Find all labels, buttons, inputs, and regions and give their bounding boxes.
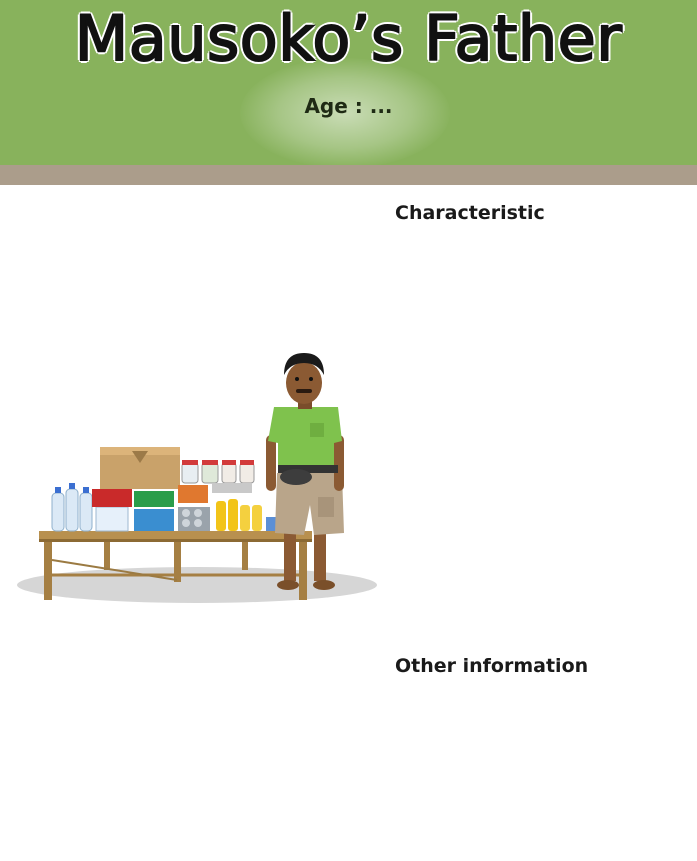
soda-bottles (92, 483, 252, 507)
header-divider-strip (0, 165, 697, 185)
market-table (39, 531, 312, 600)
water-bottles (51, 483, 129, 532)
header-glow (240, 58, 450, 165)
cardboard-box (100, 447, 180, 489)
header-banner: Mausoko’s Father Age : ... (0, 0, 697, 165)
oil-bottles (216, 499, 292, 531)
age-label: Age : ... (304, 94, 393, 118)
characteristic-heading: Characteristic (395, 202, 545, 224)
man-figure (266, 353, 344, 590)
shopkeeper-illustration (17, 353, 377, 603)
tin-cans (134, 507, 210, 531)
other-information-heading: Other information (395, 655, 589, 677)
page-title: Mausoko’s Father (74, 1, 623, 76)
candy-jars (181, 460, 255, 484)
